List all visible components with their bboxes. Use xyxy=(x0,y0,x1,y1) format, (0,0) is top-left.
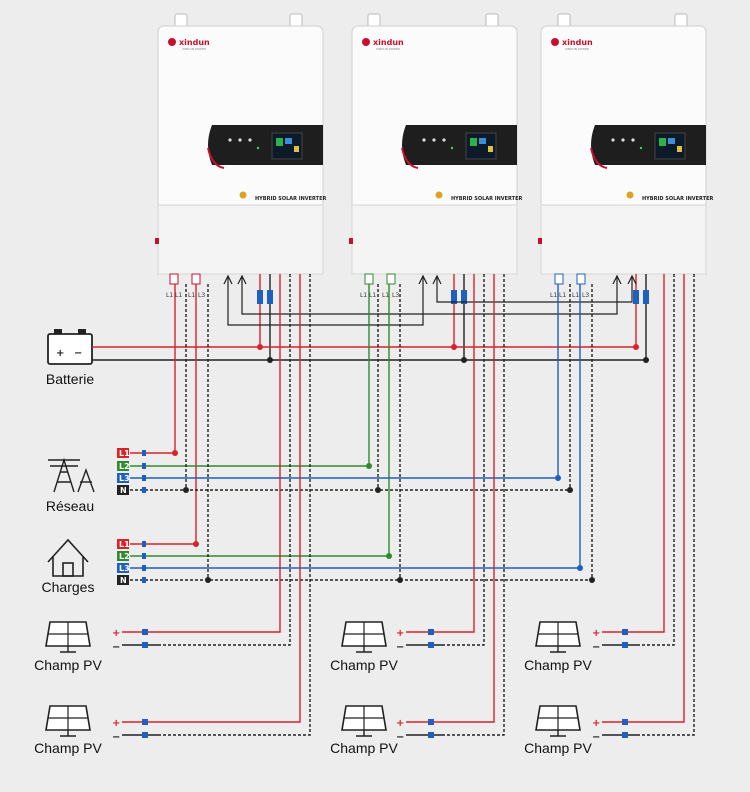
inverter-brand: xindun xyxy=(562,38,593,47)
inverter-brand-sub: XINDUN POWER xyxy=(565,47,589,51)
solar-panel-icon xyxy=(341,705,387,737)
svg-text:+: + xyxy=(396,628,404,639)
svg-text:+: + xyxy=(396,718,404,729)
battery-label: Batterie xyxy=(46,371,94,387)
sun-icon xyxy=(239,191,247,199)
svg-text:L1: L1 xyxy=(119,449,130,458)
svg-text:−: − xyxy=(112,732,120,743)
solar-panel-icon xyxy=(45,705,91,737)
inverter-3: xindun XINDUN POWER HYBRID SOLAR INVERTE… xyxy=(538,13,713,299)
pv-label: Champ PV xyxy=(524,657,592,673)
svg-text:L1: L1 xyxy=(559,292,566,299)
brand-logo-icon xyxy=(362,38,370,46)
parallel-comm-wiring xyxy=(223,274,637,326)
solar-panel-icon xyxy=(535,705,581,737)
svg-text:L1: L1 xyxy=(119,540,130,549)
svg-text:L1: L1 xyxy=(572,292,579,299)
pv-wiring xyxy=(160,274,695,736)
svg-text:L1: L1 xyxy=(175,292,182,299)
display-panel xyxy=(208,125,323,165)
svg-text:L2: L2 xyxy=(119,462,130,471)
solar-panel-icon xyxy=(45,621,91,653)
inverter-2: xindun XINDUN POWER HYBRID SOLAR INVERTE… xyxy=(349,13,522,299)
svg-text:L2: L2 xyxy=(119,552,130,561)
battery-junctions xyxy=(257,344,649,363)
svg-text:L1: L1 xyxy=(382,292,389,299)
pv-label: Champ PV xyxy=(34,740,102,756)
display-panel xyxy=(402,125,517,165)
svg-text:−: − xyxy=(592,732,600,743)
svg-text:L3: L3 xyxy=(392,292,399,299)
pv-label: Champ PV xyxy=(34,657,102,673)
loads-label: Charges xyxy=(42,579,95,595)
svg-text:L1: L1 xyxy=(166,292,173,299)
display-panel xyxy=(591,125,706,165)
sun-icon xyxy=(626,191,634,199)
svg-text:L3: L3 xyxy=(582,292,589,299)
battery-wiring xyxy=(112,274,647,361)
svg-text:−: − xyxy=(396,642,404,653)
inverter-brand-sub: XINDUN POWER xyxy=(376,47,400,51)
svg-text:L1: L1 xyxy=(360,292,367,299)
house-icon xyxy=(47,538,89,577)
battery-fuses xyxy=(257,290,649,304)
svg-text:+: + xyxy=(592,628,600,639)
pv-label: Champ PV xyxy=(330,740,398,756)
brand-logo-icon xyxy=(168,38,176,46)
solar-panel-icon xyxy=(535,621,581,653)
inverter-brand: xindun xyxy=(373,38,404,47)
pv-label: Champ PV xyxy=(330,657,398,673)
loads-fuses xyxy=(142,541,146,583)
battery-minus-sign: − xyxy=(74,348,82,359)
inverter-model: HYBRID SOLAR INVERTER xyxy=(255,196,326,202)
svg-text:N: N xyxy=(120,576,127,585)
svg-text:L1: L1 xyxy=(188,292,195,299)
svg-text:L1: L1 xyxy=(369,292,376,299)
inverter-model: HYBRID SOLAR INVERTER xyxy=(451,196,522,202)
solar-panel-icon xyxy=(341,621,387,653)
svg-text:+: + xyxy=(112,628,120,639)
inverter-brand: xindun xyxy=(179,38,210,47)
inverter-brand-sub: XINDUN POWER xyxy=(182,47,206,51)
loads-phase-tags: L1 L2 L3 N xyxy=(117,539,130,585)
svg-text:−: − xyxy=(112,642,120,653)
ac-junctions xyxy=(172,450,595,583)
svg-text:L3: L3 xyxy=(119,474,130,483)
svg-text:L3: L3 xyxy=(198,292,205,299)
pv-label: Champ PV xyxy=(524,740,592,756)
svg-text:L3: L3 xyxy=(119,564,130,573)
inverter-model: HYBRID SOLAR INVERTER xyxy=(642,196,713,202)
battery-icon xyxy=(47,329,93,365)
svg-text:N: N xyxy=(120,486,127,495)
power-tower-icon xyxy=(48,457,95,493)
svg-text:+: + xyxy=(112,718,120,729)
ac-wiring xyxy=(130,284,593,581)
grid-label: Réseau xyxy=(46,498,94,514)
brand-logo-icon xyxy=(551,38,559,46)
inverter-1: xindun XINDUN POWER HYBRID SOLAR INVERTE… xyxy=(155,13,326,299)
grid-phase-tags: L1 L2 L3 N xyxy=(117,448,130,495)
svg-text:+: + xyxy=(592,718,600,729)
battery-plus-sign: + xyxy=(56,348,64,359)
svg-text:−: − xyxy=(592,642,600,653)
grid-fuses xyxy=(142,450,146,493)
sun-icon xyxy=(435,191,443,199)
svg-text:L1: L1 xyxy=(550,292,557,299)
svg-text:−: − xyxy=(396,732,404,743)
